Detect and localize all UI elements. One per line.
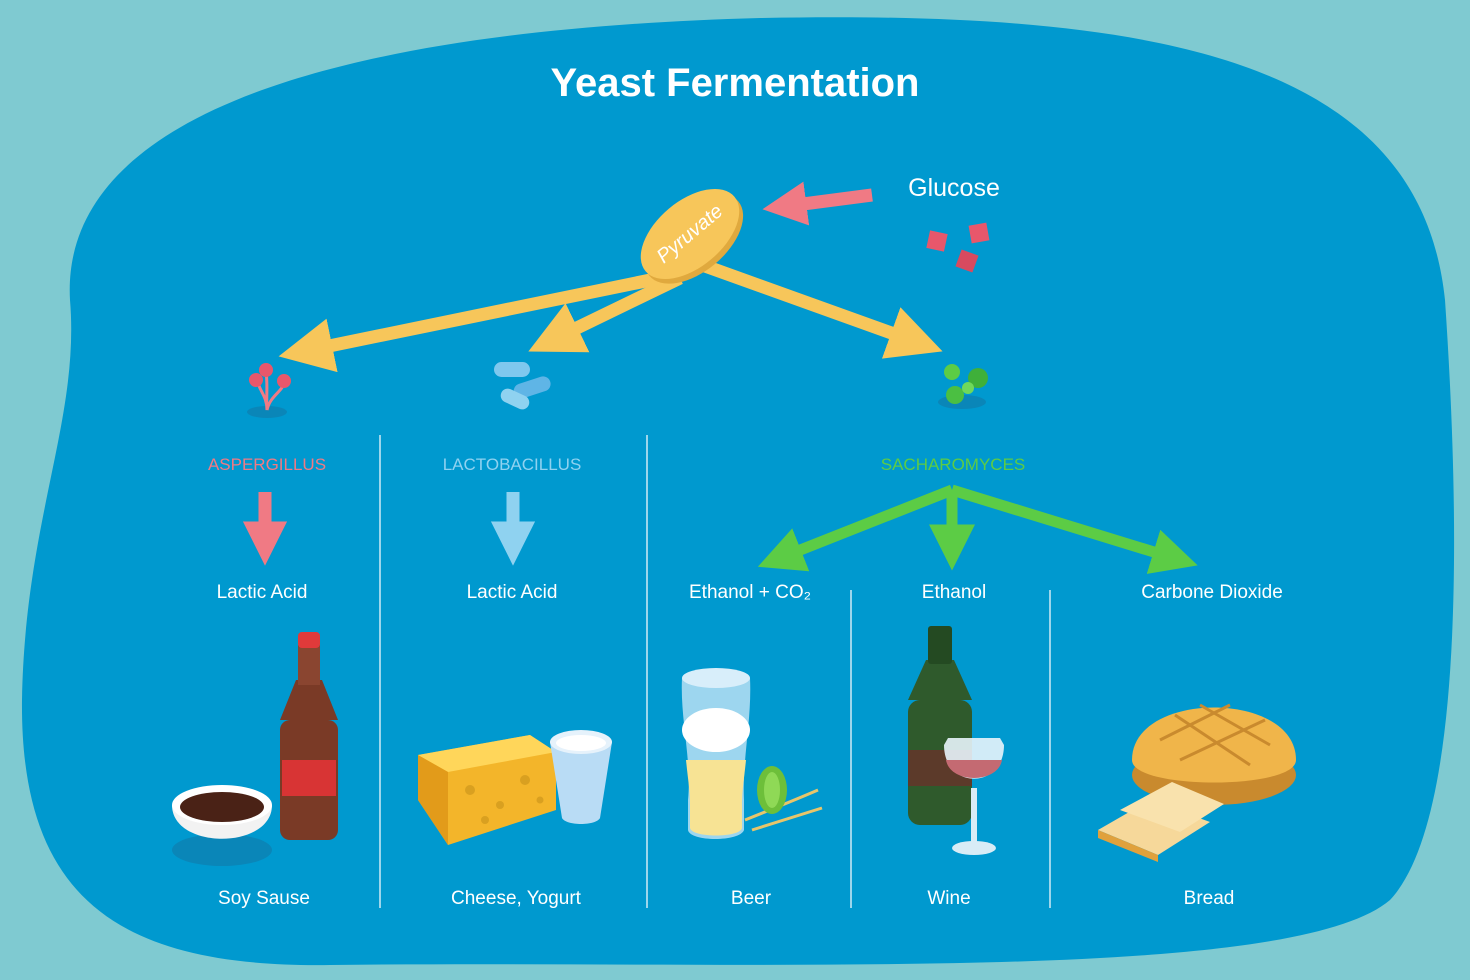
pyruvate-disc: [640, 188, 744, 284]
food-label-bread: Bread: [1184, 888, 1235, 909]
sacharomyces-to-bread-arrow: [950, 484, 1198, 574]
column-dividers: [379, 435, 1051, 908]
product-label-1: Lactic Acid: [217, 582, 308, 603]
food-label-soy-sauce: Soy Sause: [218, 888, 310, 909]
food-label-beer: Beer: [731, 888, 772, 909]
pyruvate-to-sacharomyces-arrow: [702, 259, 943, 359]
soy-sauce-icon: [172, 632, 338, 866]
organism-label-sacharomyces: SACHAROMYCES: [881, 455, 1026, 474]
wine-icon: [908, 626, 1004, 855]
sacharomyces-to-beer-arrow: [757, 484, 955, 572]
page-title: Yeast Fermentation: [550, 61, 919, 105]
pyruvate-to-lactobacillus-arrow: [528, 272, 683, 353]
organism-label-aspergillus: ASPERGILLUS: [208, 455, 326, 474]
glucose-arrow: [762, 181, 873, 226]
product-label-5: Carbone Dioxide: [1141, 582, 1283, 603]
food-label-wine: Wine: [927, 888, 970, 909]
lactobacillus-icon: [494, 362, 551, 410]
bread-icon: [1098, 703, 1296, 862]
cheese-yogurt-icon: [418, 730, 612, 845]
sugar-cubes-icon: [926, 222, 990, 273]
product-label-3: Ethanol + CO₂: [689, 582, 811, 603]
sacharomyces-icon: [938, 364, 988, 409]
beer-icon: [681, 668, 823, 839]
glucose-label: Glucose: [908, 174, 1000, 202]
organism-label-lactobacillus: LACTOBACILLUS: [443, 455, 582, 474]
aspergillus-icon: [247, 363, 291, 418]
food-label-cheese-yogurt: Cheese, Yogurt: [451, 888, 582, 909]
product-label-4: Ethanol: [922, 582, 986, 603]
pyruvate-to-aspergillus-arrow: [278, 269, 672, 373]
product-label-2: Lactic Acid: [467, 582, 558, 603]
